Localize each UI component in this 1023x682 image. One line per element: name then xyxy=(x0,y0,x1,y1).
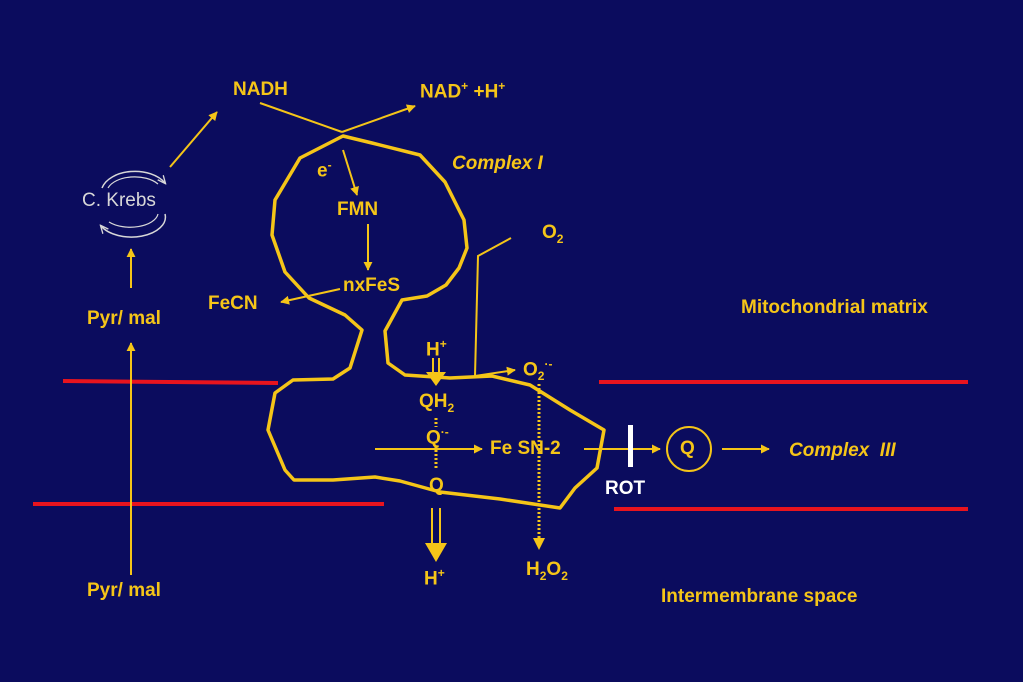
pyrmal-bottom-label: Pyr/ mal xyxy=(87,580,161,601)
electron-text: e xyxy=(317,160,328,182)
h2o2-subscript-2: 2 xyxy=(561,568,568,583)
krebs-to-nadh-arrow xyxy=(169,111,218,168)
nad-charge: + xyxy=(461,79,469,93)
electron-label: e- xyxy=(317,159,332,180)
rotenone-inhibitor-bar xyxy=(628,425,633,467)
pyrmal-top-label: Pyr/ mal xyxy=(87,308,161,329)
h2o2-h-text: H xyxy=(526,559,540,580)
nad-text: NAD xyxy=(420,81,462,103)
mitochondrial-matrix-label: Mitochondrial matrix xyxy=(741,297,928,318)
fmn-label: FMN xyxy=(337,199,379,220)
nadh-label: NADH xyxy=(233,79,288,100)
electron-to-fmn-arrow xyxy=(342,149,359,196)
hplus-top-text: H xyxy=(426,339,440,361)
hplus-entry-arrowhead xyxy=(426,372,446,386)
hplus-bottom-charge: + xyxy=(437,566,445,580)
o2-o-text: O xyxy=(542,222,557,243)
o2-radical-subscript: 2 xyxy=(537,369,545,384)
complex-i-outline xyxy=(266,134,606,510)
o2-to-o2-radical-arrow xyxy=(473,237,516,378)
h2o2-subscript-1: 2 xyxy=(539,568,547,583)
complex-i-label: Complex I xyxy=(452,153,543,174)
krebs-cycle-arrow-bottom-inner xyxy=(108,213,159,228)
o2-radical-label: O2·- xyxy=(523,358,552,382)
o2-radical-superscript: ·- xyxy=(544,357,553,371)
o2-label: O2 xyxy=(542,223,563,245)
q-lower-label: Q xyxy=(429,475,444,496)
h2o2-label: H2O2 xyxy=(526,560,568,582)
krebs-cycle-arrow-top xyxy=(101,170,165,189)
krebs-cycle-arrow-bottom xyxy=(101,213,167,238)
nadh-to-junction-line xyxy=(259,102,343,133)
nxfes-to-fecn-arrow xyxy=(280,288,341,305)
junction-to-nad-arrow xyxy=(341,104,416,133)
q-radical-superscript: ·- xyxy=(440,425,449,439)
hplus-exit-arrowhead xyxy=(425,543,447,562)
o2-radical-o-text: O xyxy=(523,359,538,381)
q-radical-label: Q·- xyxy=(426,426,449,447)
krebs-label: C. Krebs xyxy=(82,190,156,211)
hplus-top-label: H+ xyxy=(426,338,447,359)
q-circle-label: Q xyxy=(680,438,695,459)
hplus-bottom-text: H xyxy=(424,568,438,590)
o2-subscript: 2 xyxy=(556,231,564,246)
fe-sn2-label: Fe SN-2 xyxy=(490,438,561,459)
intermembrane-space-label: Intermembrane space xyxy=(661,586,858,607)
membrane-line-upper-left xyxy=(62,379,279,385)
h-charge: + xyxy=(498,79,506,93)
h2o2-arrowhead xyxy=(533,538,545,550)
h2o2-o-text: O xyxy=(546,559,562,580)
hplus-top-charge: + xyxy=(439,337,447,351)
rot-label: ROT xyxy=(605,478,646,499)
qh2-label: QH2 xyxy=(419,392,454,414)
nad-plus-h-label: NAD+ +H+ xyxy=(420,80,505,101)
hplus-bottom-label: H+ xyxy=(424,567,445,588)
electron-charge: - xyxy=(327,158,332,172)
qh2-subscript: 2 xyxy=(447,400,455,415)
complex-iii-label: Complex III xyxy=(789,440,896,461)
qh2-text: QH xyxy=(419,391,448,412)
nxfes-label: nxFeS xyxy=(343,275,401,296)
h-text: +H xyxy=(473,81,499,103)
krebs-cycle-arrow-top-inner xyxy=(107,176,159,189)
ubiquinone-circle xyxy=(666,426,712,472)
q-radical-text: Q xyxy=(426,427,441,449)
fecn-label: FeCN xyxy=(208,293,258,314)
